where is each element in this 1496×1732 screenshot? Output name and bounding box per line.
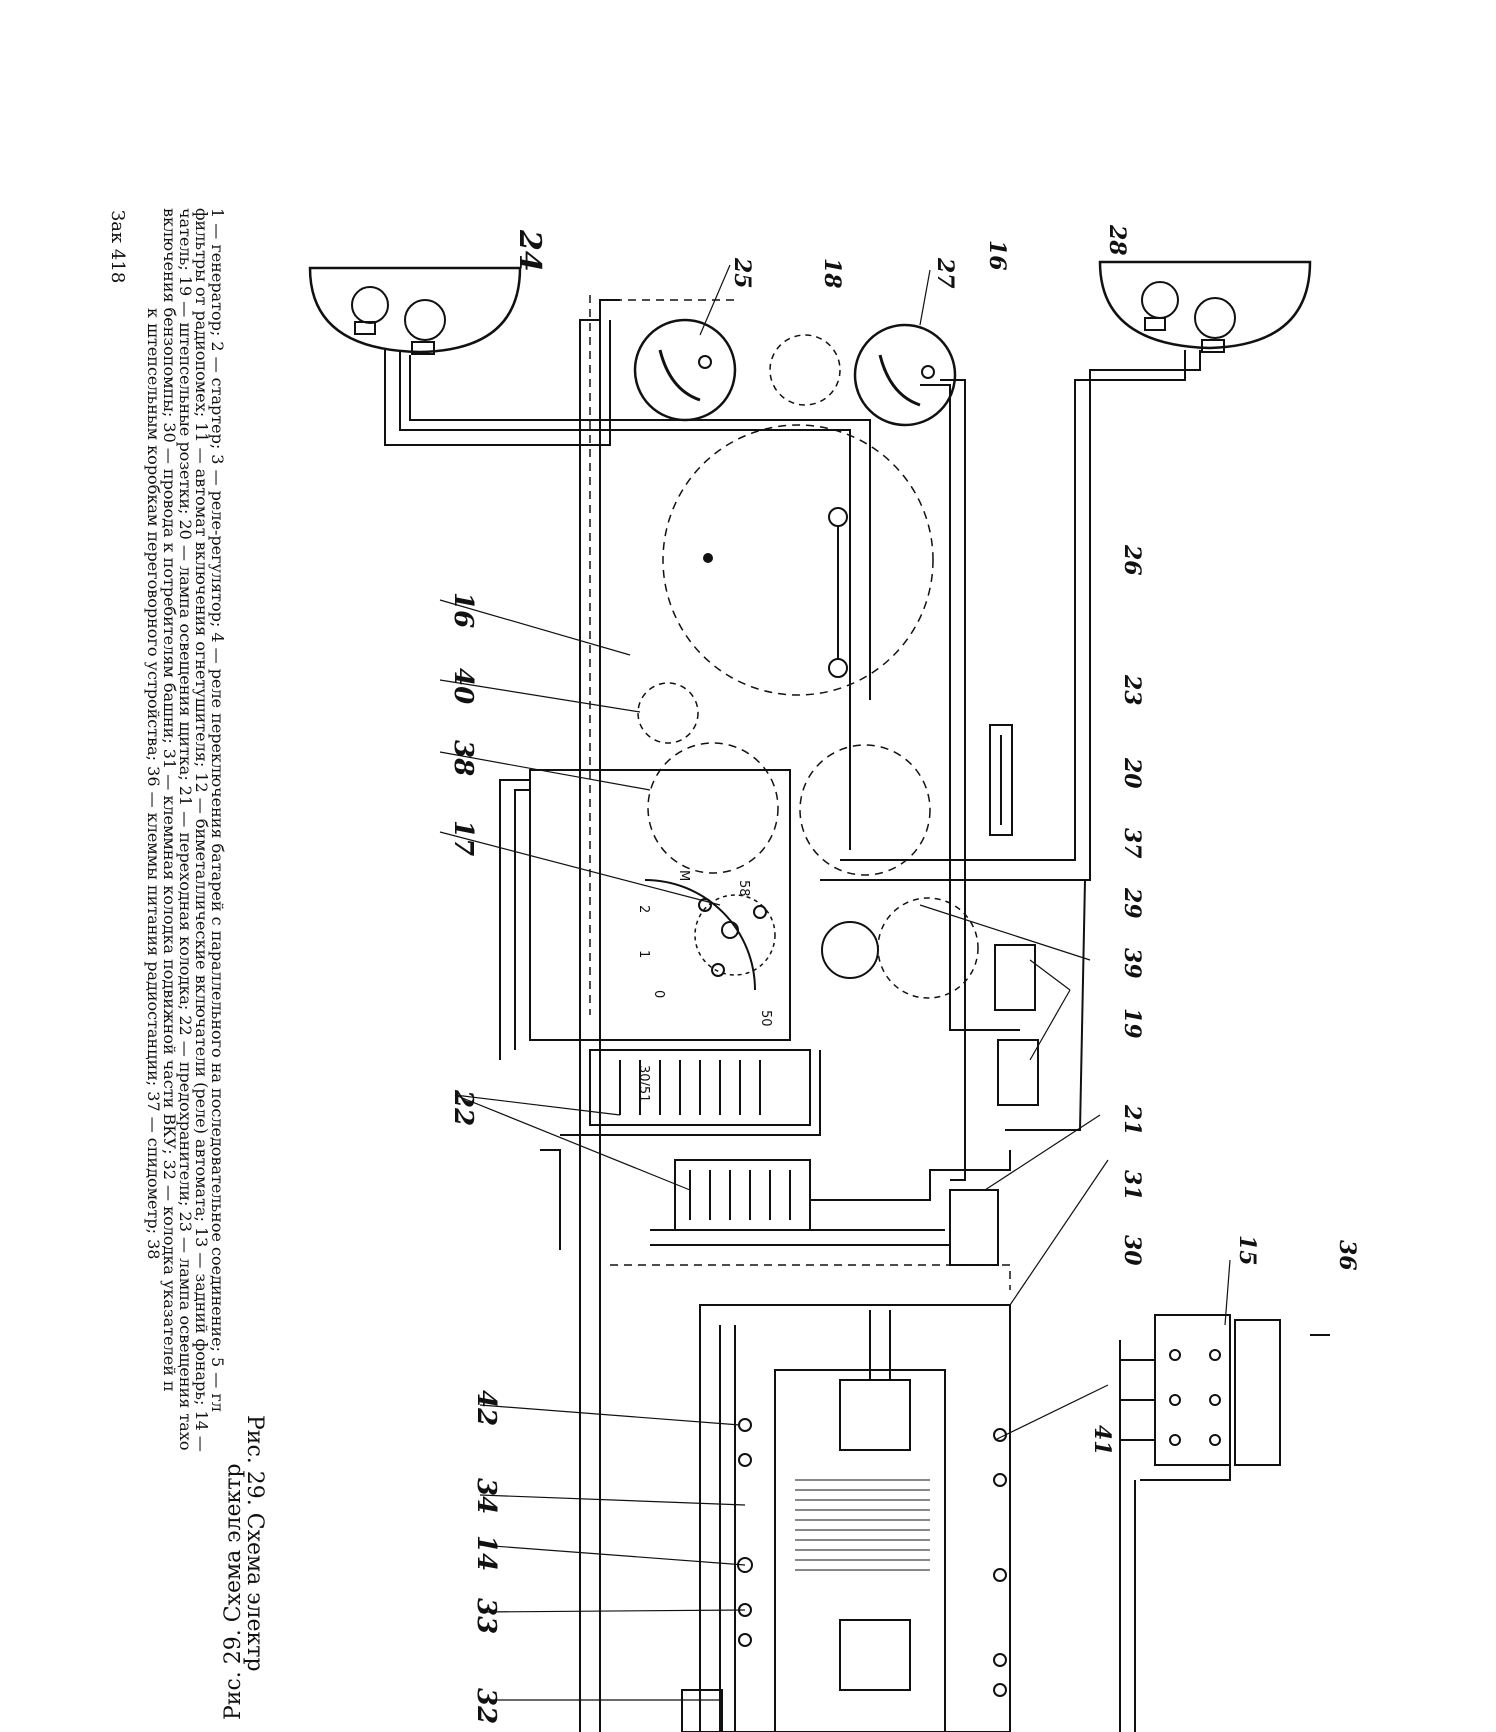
panel-markings: 30/51 M 2 1 0 58 50: [636, 870, 773, 1102]
label-22: 22: [448, 1089, 478, 1126]
label-19: 19: [1119, 1008, 1145, 1039]
label-18: 18: [819, 258, 845, 289]
wires: [384, 299, 1231, 1732]
caption-line-4: включения бензопомпы; 30 — провода к пот…: [160, 208, 179, 1392]
instrument-18: [769, 334, 841, 406]
mark-1: 1: [636, 950, 651, 958]
switch-17: [529, 769, 791, 1041]
caption-line-5: к штепсельным коробкам переговорного уст…: [144, 308, 163, 1259]
label-30: 30: [1119, 1235, 1145, 1266]
label-40: 40: [448, 668, 478, 704]
gauge-large: [662, 424, 934, 696]
label-41: 41: [1089, 1425, 1115, 1456]
connector-21: [949, 1189, 999, 1266]
mark-0: 0: [651, 990, 666, 998]
figure-caption: Рис. 29. Схема электр: [221, 1463, 246, 1720]
headlamp-24: [308, 266, 522, 355]
instrument-25: [633, 318, 737, 422]
label-39: 39: [1119, 948, 1145, 979]
label-32: 32: [471, 1688, 501, 1724]
caption-lines: 1 — генератор; 2 — стартер; 3 — реле-рег…: [107, 208, 227, 1452]
figure-title: Рис. 29. Схема электр: [242, 1415, 267, 1672]
label-38: 38: [448, 740, 478, 776]
label-29: 29: [1119, 887, 1145, 919]
mark-2: 2: [636, 905, 651, 913]
label-26: 26: [1119, 544, 1145, 576]
caption-line-1: 1 — генератор; 2 — стартер; 3 — реле-рег…: [208, 208, 227, 1412]
mark-M: M: [676, 870, 691, 881]
gauge-38: [647, 742, 779, 874]
gauge-speed: [799, 744, 931, 876]
socket-19a: [994, 944, 1036, 1011]
label-16-top: 16: [984, 240, 1010, 271]
label-36: 36: [1334, 1240, 1360, 1271]
caption-line-3: чатель; 19 — штепсельные розетки; 20 — л…: [176, 208, 195, 1450]
label-14: 14: [471, 1535, 501, 1571]
label-23: 23: [1119, 674, 1145, 706]
label-15: 15: [1234, 1235, 1260, 1266]
mark-50: 50: [758, 1010, 773, 1027]
order-mark: Зак 418: [107, 210, 128, 283]
label-33: 33: [471, 1598, 501, 1634]
label-28: 28: [1104, 224, 1130, 256]
mark-30-51: 30/51: [636, 1065, 651, 1102]
socket-19b: [997, 1039, 1039, 1106]
label-16: 16: [448, 592, 478, 628]
label-21: 21: [1119, 1104, 1145, 1136]
lamp-20: [989, 724, 1013, 836]
label-34: 34: [471, 1478, 501, 1514]
fuse-block-22: [589, 1049, 811, 1231]
caption-title: Рис. 29. Схема электр: [221, 1463, 246, 1720]
terminal-15: [1154, 1314, 1330, 1466]
mark-58: 58: [736, 880, 751, 897]
label-31: 31: [1119, 1170, 1145, 1201]
label-27: 27: [932, 257, 958, 289]
lamp-20-socket: [821, 921, 879, 979]
label-25: 25: [729, 257, 755, 289]
label-17: 17: [448, 820, 478, 856]
headlamp-28: [1098, 260, 1312, 353]
gauge-40: [637, 682, 699, 744]
rotating-contact-unit: [681, 1304, 1011, 1732]
caption-line-2: фильтры от радиопомех; 11 — автомат вклю…: [192, 208, 211, 1452]
leader-lines: [439, 264, 1231, 1701]
label-24: 24: [512, 229, 547, 272]
label-37: 37: [1119, 828, 1145, 859]
label-42: 42: [471, 1390, 501, 1426]
dashed-enclosures: [589, 295, 1011, 1290]
callouts: 24 25 18 27 16 28 26 23 20 37 29 39 19 2…: [448, 224, 1360, 1724]
gauge-39: [877, 897, 979, 999]
label-20: 20: [1119, 757, 1145, 789]
instrument-27: [853, 323, 957, 427]
